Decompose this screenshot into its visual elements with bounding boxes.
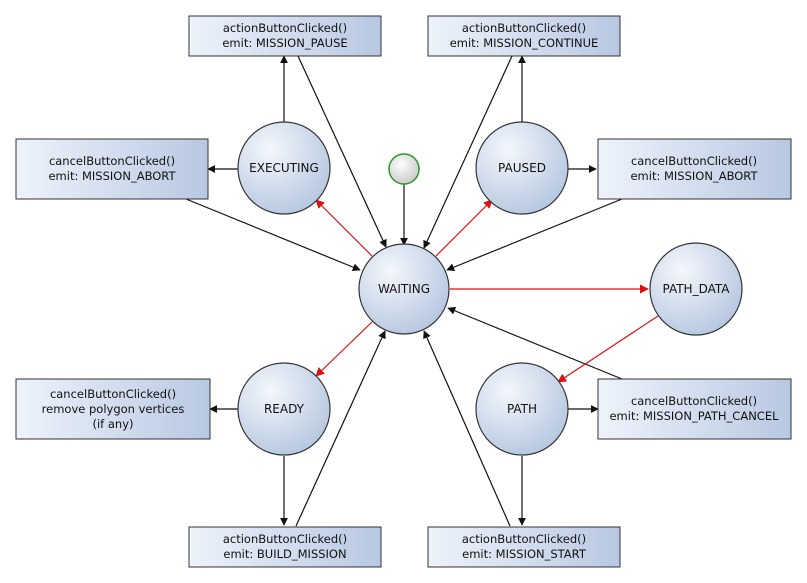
action-box-mission-pause: actionButtonClicked() emit: MISSION_PAUS… [188, 15, 382, 57]
action-box-remove-vertices: cancelButtonClicked() remove polygon ver… [15, 378, 211, 440]
action-box-build-mission-line1: actionButtonClicked() [223, 532, 347, 546]
edge-path-cancel-box-to-waiting [447, 307, 623, 380]
edge-waiting-to-paused [435, 199, 493, 257]
action-box-mission-abort-left-line2: emit: MISSION_ABORT [48, 169, 176, 183]
action-box-mission-pause-line1: actionButtonClicked() [223, 21, 347, 35]
edge-abort-box-left-to-waiting [185, 198, 361, 271]
edge-pause-box-to-waiting [297, 55, 387, 248]
action-box-mission-start-line2: emit: MISSION_START [462, 547, 587, 561]
action-box-mission-start: actionButtonClicked() emit: MISSION_STAR… [427, 526, 621, 568]
state-path: PATH [475, 362, 569, 456]
state-waiting-label: WAITING [378, 282, 430, 296]
state-ready: READY [237, 362, 331, 456]
action-box-mission-start-line1: actionButtonClicked() [462, 532, 586, 546]
action-box-mission-continue-line1: actionButtonClicked() [462, 21, 586, 35]
edge-build-box-to-waiting [295, 330, 386, 527]
state-paused-label: PAUSED [498, 161, 546, 175]
action-box-mission-path-cancel-line2: emit: MISSION_PATH_CANCEL [609, 409, 779, 423]
action-box-mission-abort-left: cancelButtonClicked() emit: MISSION_ABOR… [15, 138, 209, 200]
state-ready-label: READY [264, 402, 305, 416]
action-box-mission-abort-right-line2: emit: MISSION_ABORT [630, 169, 758, 183]
edge-waiting-to-executing [315, 199, 373, 257]
action-box-mission-abort-right-line1: cancelButtonClicked() [631, 154, 757, 168]
action-box-mission-path-cancel: cancelButtonClicked() emit: MISSION_PATH… [597, 378, 792, 440]
edge-waiting-to-ready [315, 321, 373, 377]
state-path-data: PATH_DATA [649, 242, 743, 336]
action-box-remove-vertices-line2: remove polygon vertices [42, 402, 185, 416]
action-box-mission-pause-line2: emit: MISSION_PAUSE [222, 36, 347, 50]
action-box-remove-vertices-line1: cancelButtonClicked() [50, 387, 176, 401]
initial-state-node [388, 153, 420, 185]
action-box-mission-continue: actionButtonClicked() emit: MISSION_CONT… [427, 15, 621, 57]
edges [185, 55, 659, 527]
state-path-data-label: PATH_DATA [662, 282, 730, 296]
edge-start-box-to-waiting [423, 330, 511, 527]
edge-abort-box-right-to-waiting [446, 198, 623, 271]
state-executing-label: EXECUTING [249, 161, 319, 175]
action-box-build-mission: actionButtonClicked() emit: BUILD_MISSIO… [188, 526, 382, 568]
action-box-remove-vertices-line3: (if any) [92, 417, 133, 431]
action-box-mission-abort-left-line1: cancelButtonClicked() [49, 154, 175, 168]
state-executing: EXECUTING [237, 121, 331, 215]
state-path-label: PATH [507, 402, 537, 416]
action-box-mission-path-cancel-line1: cancelButtonClicked() [631, 394, 757, 408]
action-box-build-mission-line2: emit: BUILD_MISSION [223, 547, 346, 561]
edge-path-data-to-path [557, 315, 659, 383]
action-box-mission-continue-line2: emit: MISSION_CONTINUE [450, 36, 599, 50]
state-waiting: WAITING [358, 243, 450, 335]
state-paused: PAUSED [475, 121, 569, 215]
edge-continue-box-to-waiting [423, 55, 513, 249]
action-box-mission-abort-right: cancelButtonClicked() emit: MISSION_ABOR… [597, 138, 792, 200]
